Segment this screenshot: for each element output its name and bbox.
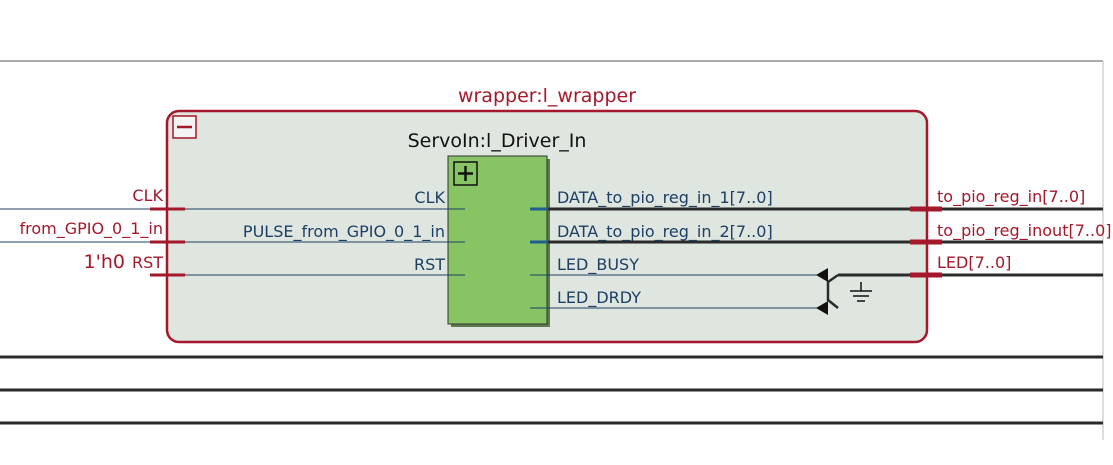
out-port-label-3: LED[7..0] <box>937 253 1011 272</box>
wrapper-title: wrapper:l_wrapper <box>458 85 636 107</box>
pin-label-data1: DATA_to_pio_reg_in_1[7..0] <box>557 188 773 208</box>
bus-ripper <box>826 273 839 309</box>
minus-icon[interactable] <box>172 115 197 139</box>
pin-label-rst: RST <box>414 255 445 274</box>
plus-icon[interactable] <box>453 161 478 186</box>
out-port-label-2: to_pio_reg_inout[7..0] <box>937 221 1111 241</box>
rst-constant-label: 1'h0 <box>84 251 125 273</box>
pin-label-clk: CLK <box>414 188 445 207</box>
drdy-arrow <box>816 301 828 315</box>
busy-arrow <box>816 268 828 282</box>
pin-label-pulse: PULSE_from_GPIO_0_1_in <box>243 222 445 242</box>
pin-label-data2: DATA_to_pio_reg_in_2[7..0] <box>557 222 773 242</box>
ground-icon <box>850 282 872 302</box>
port-label-from-gpio: from_GPIO_0_1_in <box>19 219 163 239</box>
driver-title: ServoIn:l_Driver_In <box>408 130 587 152</box>
pin-label-led-drdy: LED_DRDY <box>557 288 641 308</box>
pin-label-led-busy: LED_BUSY <box>557 255 639 275</box>
port-label-clk: CLK <box>132 186 163 205</box>
out-port-label-1: to_pio_reg_in[7..0] <box>937 187 1085 207</box>
port-label-rst: RST <box>132 253 163 272</box>
